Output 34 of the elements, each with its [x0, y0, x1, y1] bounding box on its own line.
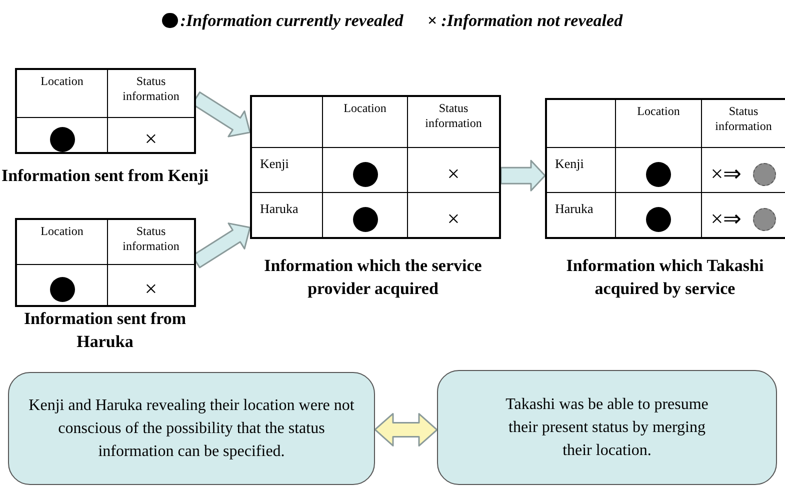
column-header: Status information — [714, 104, 773, 134]
table-caption: Information sent from Kenji — [0, 165, 210, 187]
column-header: Location — [344, 101, 386, 116]
row-label: Haruka — [260, 201, 298, 217]
cross-mark: × — [144, 127, 158, 151]
cross-mark: × — [447, 162, 460, 186]
cross-mark: ×⇒ — [710, 162, 742, 186]
row-label: Kenji — [260, 156, 289, 172]
legend-text: × :Information not revealed — [427, 10, 623, 32]
table-caption: Information which Takashi acquired by service — [565, 255, 765, 300]
note-box — [437, 370, 777, 485]
cross-mark: ×⇒ — [710, 207, 742, 231]
data-table — [15, 68, 196, 154]
legend-text: :Information currently revealed — [180, 10, 404, 32]
cross-mark: × — [447, 207, 460, 231]
note-text: Takashi was be able to presume their present status by merging their location. — [504, 395, 710, 461]
block-arrow — [500, 160, 546, 192]
table-caption: Information which the service provider acquired — [263, 255, 483, 300]
cross-mark: × — [144, 277, 158, 301]
column-header: Status information — [424, 101, 483, 131]
note-box — [8, 372, 375, 485]
row-label: Kenji — [555, 156, 584, 172]
column-header: Location — [637, 104, 680, 119]
note-text: Kenji and Haruka revealing their location were not conscious of the possibility that the status information can be specified. — [28, 396, 356, 462]
column-header: Location — [40, 224, 84, 239]
block-arrow — [374, 412, 438, 447]
data-table — [15, 218, 196, 307]
data-table — [250, 95, 501, 239]
column-header: Location — [40, 74, 84, 89]
table-caption: Information sent from Haruka — [22, 308, 188, 353]
column-header: Status information — [122, 224, 180, 254]
row-label: Haruka — [555, 201, 594, 217]
data-table — [545, 98, 785, 239]
column-header: Status information — [122, 74, 180, 104]
